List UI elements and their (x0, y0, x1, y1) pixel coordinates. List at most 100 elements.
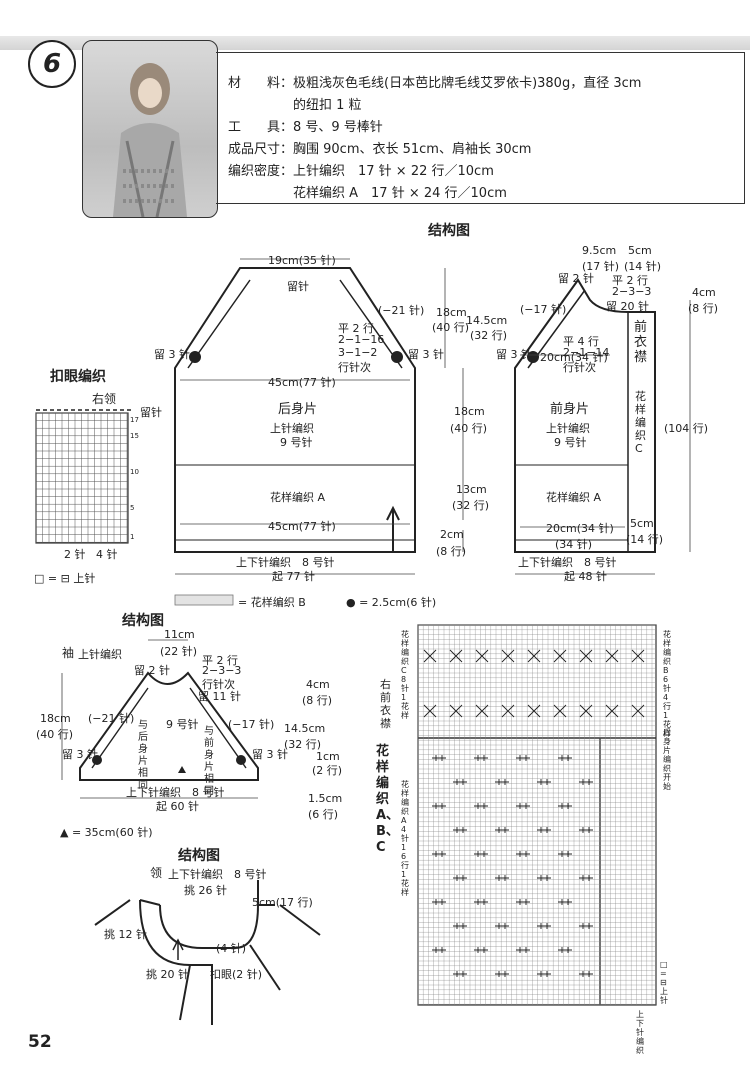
front-right-4: 4cm (692, 286, 716, 299)
back-rule: 平 2 行 (338, 322, 374, 335)
motif-symbol (537, 779, 551, 785)
front-cast-on: 起 48 针 (564, 570, 607, 583)
spec-box (216, 52, 745, 204)
sleeve-rule: 平 2 行 (202, 654, 238, 667)
motif-symbol (537, 923, 551, 929)
sleeve-keep-3-left: 留 3 针 (62, 748, 98, 761)
model-photo (82, 40, 218, 218)
height-13: 13cm (456, 483, 487, 496)
motif-symbol (495, 827, 509, 833)
height-14-5-rows: (32 行) (470, 329, 508, 342)
collar-shape (94, 880, 321, 1025)
cable-symbol (527, 704, 541, 718)
motif-symbol (474, 803, 488, 809)
sleeve-shape (79, 671, 259, 781)
sleeve-needle: 9 号针 (166, 718, 199, 731)
front-rule: 平 4 行 (563, 335, 599, 348)
collar-buttonhole: 扣眼(2 针) (210, 968, 263, 981)
cable-symbol (423, 704, 437, 718)
model-figure-icon (113, 63, 187, 217)
front-stitch: 上针编织 (546, 422, 590, 435)
sleeve-keep-11: 留 11 针 (198, 690, 241, 703)
motif-symbol (558, 899, 572, 905)
height-mid-18-rows: (40 行) (450, 422, 488, 435)
collar-title: 结构图 (178, 848, 220, 864)
front-rule: 2−1−14 (563, 346, 610, 359)
sleeve-decrease-right: (−17 针) (228, 718, 275, 731)
dimension-lines (175, 258, 691, 575)
front-hem-st: (34 针) (555, 538, 593, 551)
front-width-9-5: 9.5cm (582, 244, 617, 257)
chart-rib-label: 上下针编织 (636, 1010, 644, 1055)
motif-symbol (579, 971, 593, 977)
front-placket-pattern: 花样编织C (635, 390, 646, 455)
sleeve-rule: 2−3−3 (202, 664, 242, 677)
motif-symbol (432, 803, 446, 809)
chart-pattern-c: 花样编织C 8 针 1 花样 (401, 630, 409, 720)
spec-line: 工 具：8 号、9 号棒针 (228, 120, 383, 135)
front-rule: 行针次 (563, 361, 596, 374)
sleeve-right-1: 1cm (316, 750, 340, 763)
front-right-104: (104 行) (664, 422, 709, 435)
back-body-shape (174, 267, 416, 553)
buttonhole-grid (35, 412, 129, 544)
motif-symbol (453, 923, 467, 929)
motif-symbol (558, 803, 572, 809)
sleeve-right-14-5: 14.5cm (284, 722, 326, 735)
back-stitch: 上针编织 (270, 422, 314, 435)
motif-symbol (579, 779, 593, 785)
sleeve-title: 结构图 (122, 613, 164, 629)
buttonhole-row-5: 5 (130, 504, 135, 512)
sleeve-same-back: 与后身片相同 (138, 720, 148, 791)
back-rule: 行针次 (338, 361, 371, 374)
cable-symbol (449, 649, 463, 663)
cable-symbol (475, 649, 489, 663)
height-13-rows: (32 行) (452, 499, 490, 512)
buttonhole-bottom-left: 2 针 (64, 548, 86, 561)
collar-label: 领 (150, 866, 163, 880)
back-keep-right: 留 3 针 (408, 348, 444, 361)
front-keep-2: 留 2 针 (558, 272, 594, 285)
buttonhole-collar: 右领 (92, 392, 117, 406)
cable-symbol (527, 649, 541, 663)
front-neck-rule: 2−3−3 (612, 285, 652, 298)
sleeve-width-11: 11cm (164, 628, 195, 641)
cable-symbol (449, 704, 463, 718)
structure-title: 结构图 (428, 223, 470, 239)
front-name: 前身片 (550, 402, 590, 417)
collar-stitch: 上下针编织 8 号针 (168, 868, 267, 881)
motif-symbol (537, 971, 551, 977)
motif-symbol (453, 971, 467, 977)
collar-width-5: 5cm(17 行) (252, 896, 313, 909)
front-chest: 20cm(34 针) (540, 351, 608, 364)
back-chest: 45cm(77 针) (268, 376, 336, 389)
buttonhole-legend: □ = ⊟ 上针 (34, 572, 96, 585)
buttonhole-row-15: 15 (130, 432, 139, 440)
pattern-b-swatch (174, 594, 234, 606)
buttonhole-grid-lines (35, 412, 128, 543)
cable-symbol (579, 704, 593, 718)
sleeve-label: 袖 (62, 646, 75, 660)
sleeve-rib: 上下针编织 8 号针 (126, 786, 225, 799)
motif-symbol (537, 827, 551, 833)
sleeve-decrease-left: (−21 针) (88, 712, 135, 725)
chart-back-start: 后身片编织开始 (663, 728, 671, 791)
front-hem: 20cm(34 针) (546, 522, 614, 535)
motif-symbol (579, 923, 593, 929)
cable-symbol (553, 704, 567, 718)
sleeve-same-front: 与前身片相同 (204, 726, 214, 797)
spec-line: 的纽扣 1 粒 (228, 98, 362, 113)
motif-symbol (474, 899, 488, 905)
motif-symbol (432, 851, 446, 857)
front-right-5: 5cm (630, 517, 654, 530)
motif-symbol (516, 899, 530, 905)
sleeve-stitch: 上针编织 (78, 648, 122, 661)
motif-symbol (474, 947, 488, 953)
chart-pattern-a: 花样编织A 4 针 16 行 1 花样 (401, 780, 409, 897)
sleeve-right-4-rows: (8 行) (302, 694, 333, 707)
chart-pattern-b: 花样编织B 6 针 4 行 1 花样 (663, 630, 671, 738)
back-pattern-a: 花样编织 A (270, 491, 326, 504)
sleeve-height-18-rows: (40 行) (36, 728, 74, 741)
sleeve-right-14-5-rows: (32 行) (284, 738, 322, 751)
